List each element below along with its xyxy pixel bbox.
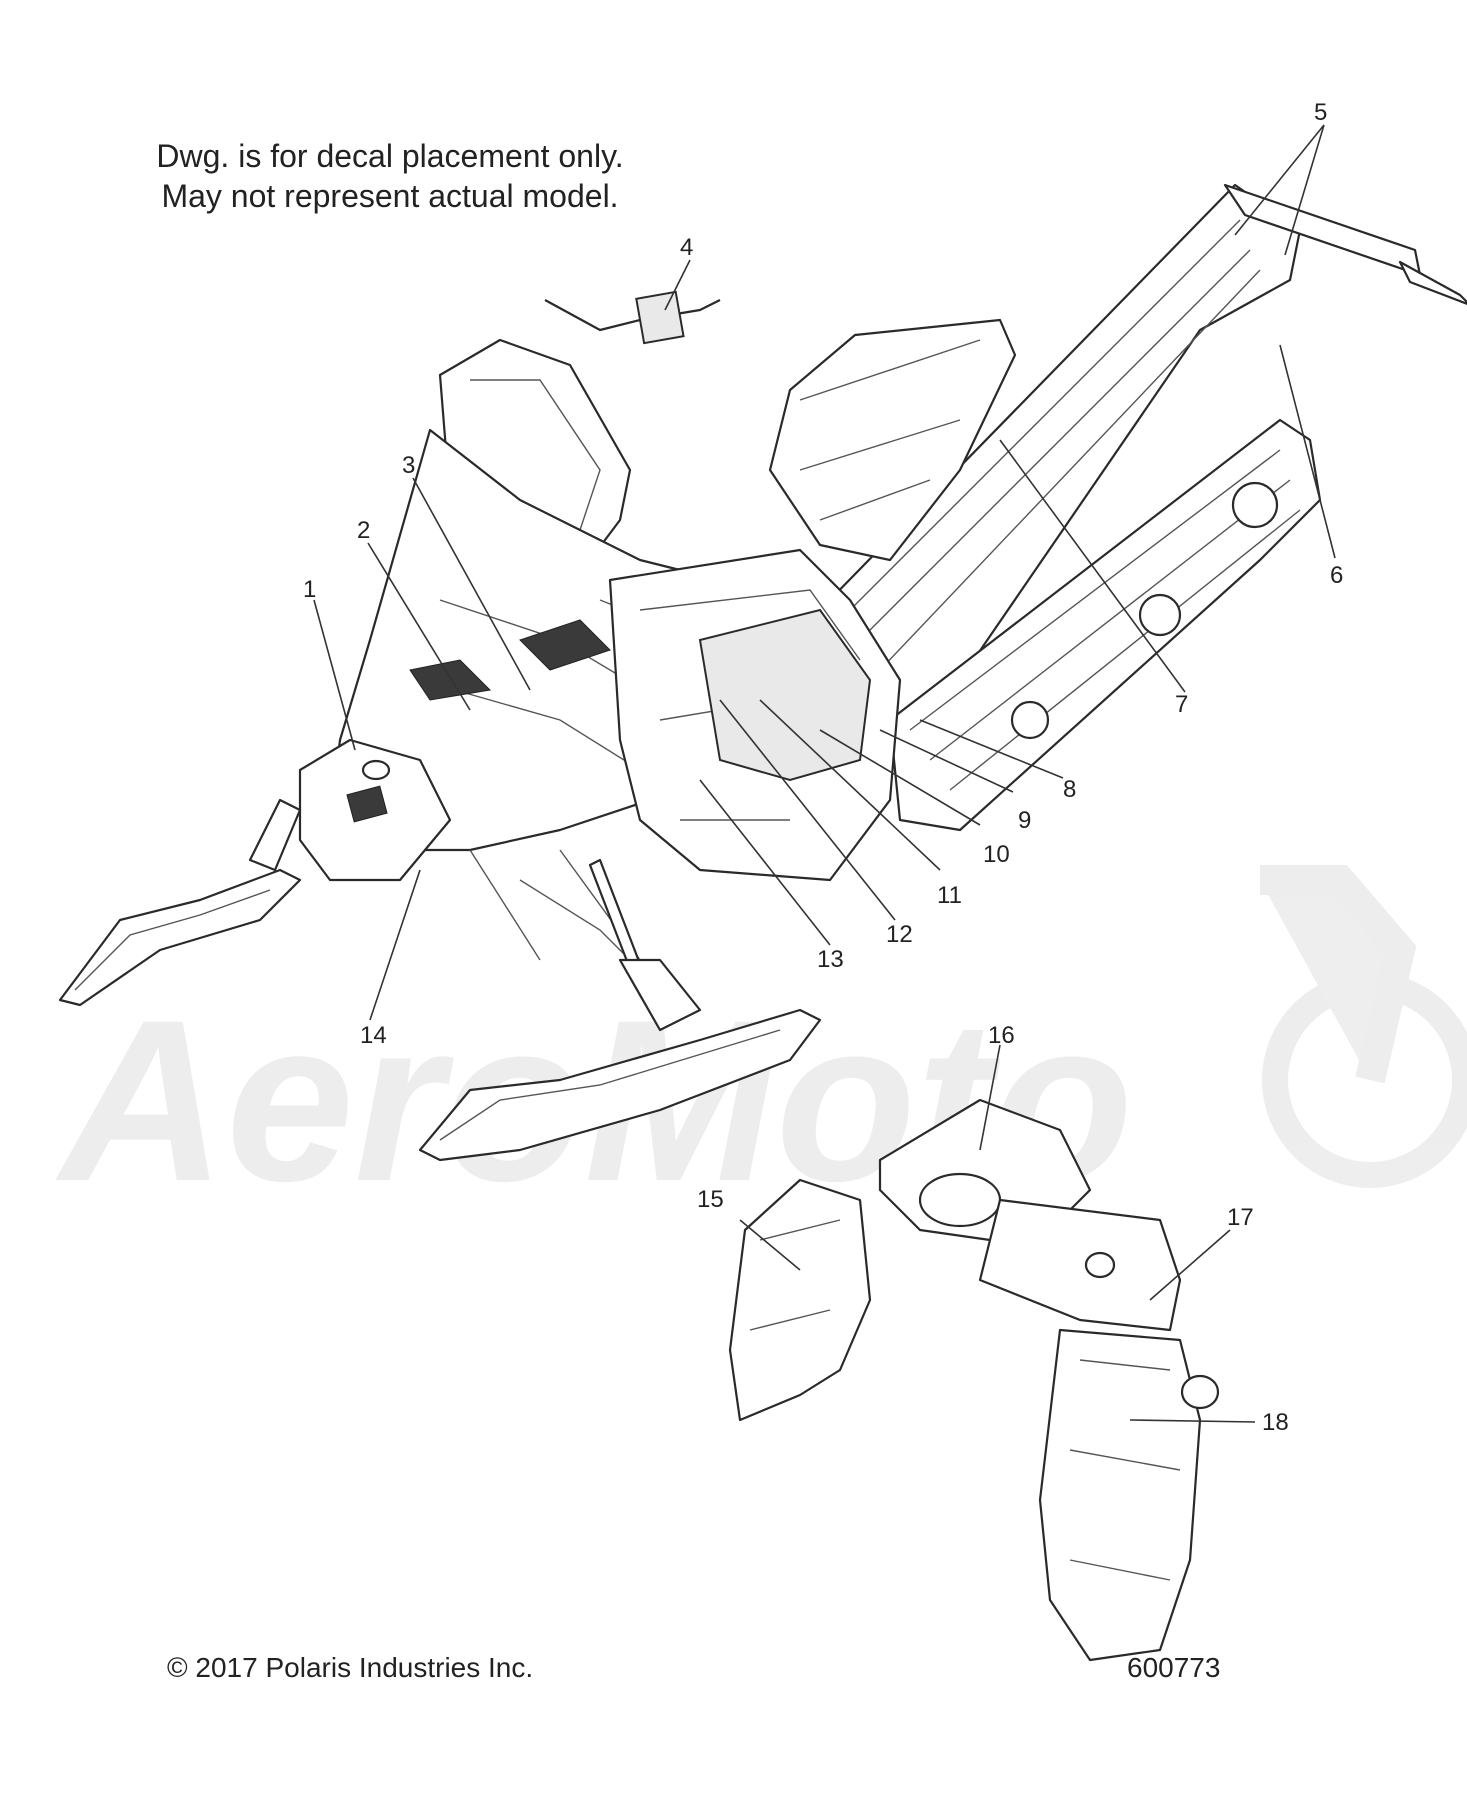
ski-left	[58, 868, 302, 1007]
drawing-number: 600773	[1127, 1652, 1221, 1683]
callout-1: 1	[303, 576, 316, 603]
exploded-panels	[728, 1098, 1220, 1662]
top-panel-opening	[918, 1172, 1002, 1228]
placement-note-line2: May not represent actual model.	[161, 178, 619, 214]
callout-9: 9	[1018, 807, 1031, 834]
nose-badge	[361, 759, 391, 781]
callout-6: 6	[1330, 562, 1343, 589]
side-panel-18	[1038, 1328, 1202, 1662]
handlebar	[544, 299, 721, 332]
callout-8: 8	[1063, 776, 1076, 803]
callout-15: 15	[697, 1186, 724, 1213]
idler-wheel	[1138, 593, 1182, 637]
side-panel-18-hole	[1180, 1374, 1220, 1410]
callout-12: 12	[886, 921, 913, 948]
side-panel-decal-zone	[698, 608, 872, 782]
seat	[768, 318, 1017, 562]
track	[888, 418, 1322, 832]
ski-right	[418, 1008, 822, 1162]
snowmobile-illustration	[58, 183, 1467, 1162]
callout-2: 2	[357, 517, 370, 544]
callout-17: 17	[1227, 1204, 1254, 1231]
copyright-text: © 2017 Polaris Industries Inc.	[167, 1652, 534, 1683]
hood-vent-left	[409, 659, 492, 701]
callout-14: 14	[360, 1022, 387, 1049]
callout-7: 7	[1175, 691, 1188, 718]
callout-5: 5	[1314, 99, 1327, 126]
hood-vent-right	[519, 619, 611, 671]
placement-note-line1: Dwg. is for decal placement only.	[156, 138, 624, 174]
callout-18: 18	[1262, 1409, 1289, 1436]
snow-flap	[1398, 260, 1467, 306]
ski-spindle-right	[618, 958, 702, 1032]
rear-idler-wheel	[1231, 481, 1279, 529]
watermark-fork-icon	[1260, 865, 1417, 1084]
bogie-wheel	[1010, 700, 1050, 740]
callout-3: 3	[402, 452, 415, 479]
callout-13: 13	[817, 946, 844, 973]
ski-spindle-left	[248, 798, 302, 872]
nose-grille	[346, 785, 388, 823]
gauge-pod	[635, 290, 685, 345]
callout-16: 16	[988, 1022, 1015, 1049]
callout-4: 4	[680, 234, 693, 261]
callout-numbers: 1 2 3 4 5 6 7 8 9 10 11 12 13 14 15 16 1…	[303, 99, 1343, 1436]
center-panel-hole	[1084, 1251, 1116, 1279]
callout-10: 10	[983, 841, 1010, 868]
leader-lines	[313, 124, 1336, 1423]
center-panel-17	[978, 1198, 1182, 1332]
callout-11: 11	[937, 882, 962, 909]
